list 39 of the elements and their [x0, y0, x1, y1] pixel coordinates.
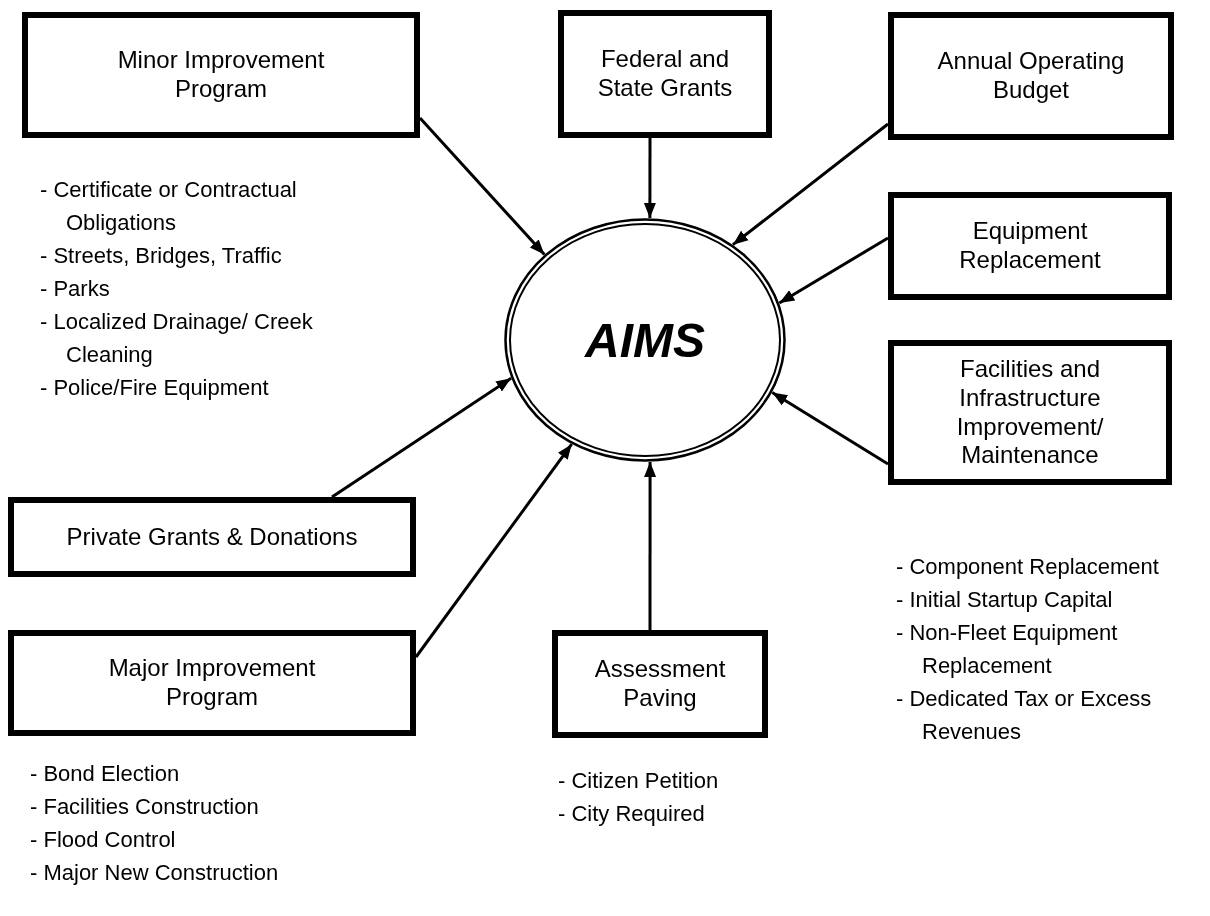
box-label: Private Grants & Donations: [66, 522, 358, 552]
list-item: - Initial Startup Capital: [896, 586, 1114, 614]
hub-label: AIMS: [585, 312, 705, 368]
source-box: [8, 497, 416, 577]
arrow: [732, 122, 889, 246]
arrow: [771, 391, 889, 466]
list-item: - Dedicated Tax or Excess Revenues: [896, 685, 1153, 746]
arrow: [331, 377, 512, 499]
box-label: Minor Improvement Program: [116, 46, 326, 104]
source-box: [888, 340, 1172, 485]
source-box: [558, 10, 772, 138]
box-label: Facilities and Infrastructure Improvement/ Maintenance: [955, 354, 1105, 471]
list-item: - Facilities Construction: [30, 793, 260, 821]
source-box: [552, 630, 768, 738]
list-item: - Parks: [40, 275, 111, 303]
list-item: - Certificate or Contractual Obligations: [40, 176, 298, 237]
list-item: - Citizen Petition: [558, 767, 720, 795]
arrow: [644, 461, 657, 630]
arrow: [643, 138, 656, 219]
list-item: - Component Replacement: [896, 553, 1160, 581]
list-item: - Police/Fire Equipment: [40, 374, 270, 402]
list-item: - Bond Election: [30, 760, 181, 788]
arrow: [778, 236, 889, 305]
source-box: [888, 192, 1172, 300]
list-item: - Flood Control: [30, 826, 177, 854]
box-label: Equipment Replacement: [958, 217, 1102, 275]
source-box: [8, 630, 416, 736]
list-item: - Major New Construction: [30, 859, 280, 887]
source-box: [888, 12, 1174, 140]
box-label: Assessment Paving: [593, 655, 727, 713]
source-box: [22, 12, 420, 138]
hub-ellipse: [504, 218, 786, 462]
list-item: - Localized Drainage/ Creek Cleaning: [40, 308, 314, 369]
list-item: - Non-Fleet Equipment Replacement: [896, 619, 1119, 680]
box-label: Federal and State Grants: [596, 45, 734, 103]
list-item: - Streets, Bridges, Traffic: [40, 242, 283, 270]
list-item: - City Required: [558, 800, 706, 828]
box-label: Annual Operating Budget: [936, 47, 1126, 105]
box-label: Major Improvement Program: [107, 654, 317, 712]
